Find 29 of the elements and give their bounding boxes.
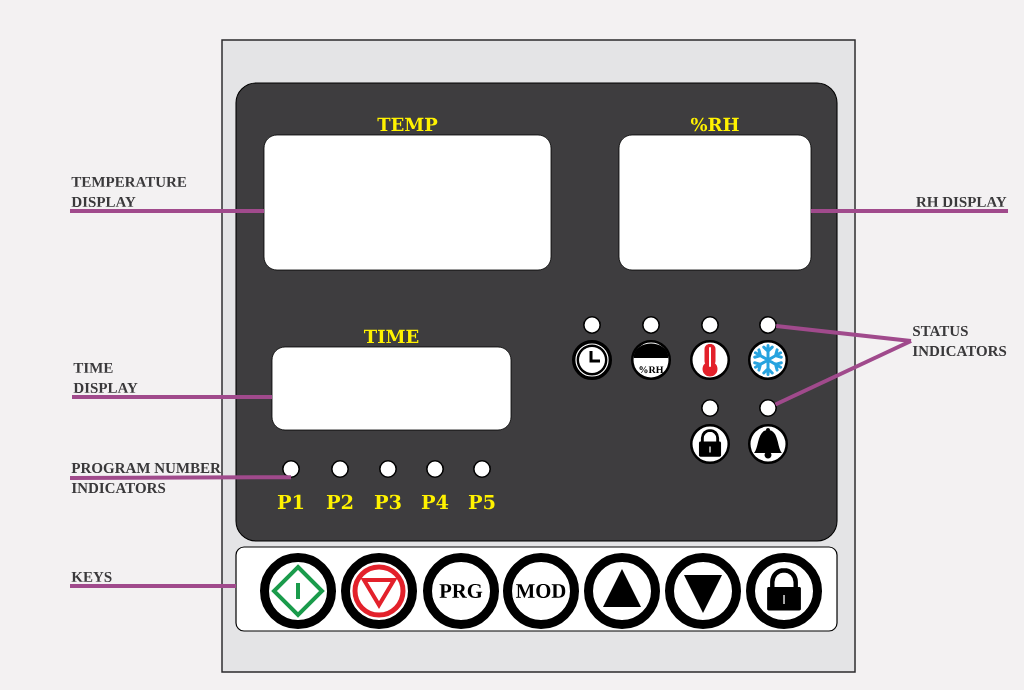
display-heading: %RH: [690, 117, 739, 132]
key-button: MOD: [503, 553, 579, 629]
leader-line: [72, 395, 272, 399]
indicator-lamp: [759, 399, 777, 417]
callout-label: STATUS INDICATORS: [912, 325, 1007, 357]
leader-line: [70, 584, 236, 588]
leader-line: [70, 475, 291, 480]
lamp-label: P1: [277, 494, 304, 509]
lamp-label: P4: [421, 494, 449, 509]
leader-line: [811, 209, 1008, 213]
callout-label: TIME DISPLAY: [73, 363, 138, 393]
lamp-label: P2: [326, 494, 353, 509]
leader-line: [774, 339, 912, 407]
callout-label: RH DISPLAY: [916, 196, 1007, 207]
callout-label: TEMPERATURE DISPLAY: [71, 176, 187, 207]
display-heading: TEMP: [377, 117, 438, 131]
lamp-label: P3: [374, 494, 401, 510]
indicator-lamp: [583, 316, 601, 334]
lamp-label: P5: [468, 494, 495, 510]
leader-line: [70, 209, 264, 213]
callout-label: PROGRAM NUMBER INDICATORS: [71, 462, 222, 494]
key-button: PRG: [423, 553, 499, 629]
leader-line: [775, 323, 912, 343]
indicator-lamp: [759, 316, 777, 334]
display-heading: TIME: [364, 329, 419, 343]
indicator-lamp: [701, 316, 719, 334]
callout-label: KEYS: [71, 571, 112, 582]
indicator-lamp: [642, 316, 660, 334]
indicator-lamp: [701, 399, 719, 417]
